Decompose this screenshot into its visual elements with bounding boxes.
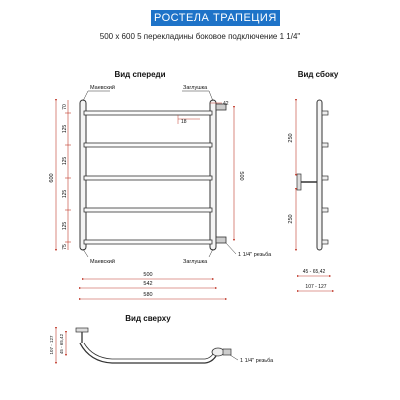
top-view-title: Вид сверху bbox=[125, 314, 171, 323]
label-mayevsky-top: Маевский bbox=[90, 84, 115, 91]
dim-width-500: 500 bbox=[143, 272, 152, 278]
right-riser bbox=[209, 99, 217, 251]
wall-flange bbox=[296, 173, 302, 191]
dim-side-depth: 45 - 65,42 bbox=[303, 269, 326, 275]
dim-42: 42 bbox=[223, 101, 229, 107]
dim-top-depth: 45 - 65,42 bbox=[59, 333, 64, 354]
dim-inner-height: 500 bbox=[238, 171, 244, 180]
side-rung-stub bbox=[321, 239, 329, 245]
rung bbox=[83, 110, 213, 116]
left-riser bbox=[79, 99, 87, 251]
bottom-connection bbox=[215, 236, 227, 244]
dim-rung-spacing: 125 bbox=[62, 190, 68, 199]
dim-top-total: 107 - 127 bbox=[49, 335, 54, 355]
product-subtitle: 500 x 600 5 перекладины боковое подключе… bbox=[99, 32, 301, 41]
dim-rung-spacing: 125 bbox=[62, 157, 68, 166]
side-view: 250 250 45 - 65,42 107 - 127 bbox=[288, 98, 335, 293]
dim-rung-spacing: 125 bbox=[62, 222, 68, 231]
rung bbox=[83, 175, 213, 181]
label-thread-top: 1 1/4" резьба bbox=[240, 358, 274, 364]
dim-side-total: 107 - 127 bbox=[305, 284, 326, 290]
side-rung-stub bbox=[321, 110, 329, 116]
header: РОСТЕЛА ТРАПЕЦИЯ bbox=[0, 10, 400, 26]
side-rung-stub bbox=[321, 207, 329, 213]
dim-side-upper: 250 bbox=[288, 133, 294, 142]
rung bbox=[83, 239, 213, 245]
top-view: 1 1/4" резьба 107 - 127 45 - 65,42 bbox=[49, 326, 274, 365]
dim-side-lower: 250 bbox=[288, 214, 294, 223]
top-connection bbox=[211, 347, 225, 357]
front-view: Маевский Заглушка Маевский Заглушка 1 1/… bbox=[49, 84, 272, 301]
side-rung-stub bbox=[321, 142, 329, 148]
rung bbox=[83, 207, 213, 213]
brand-name: РОСТЕЛА bbox=[151, 10, 213, 26]
label-plug-bottom: Заглушка bbox=[183, 259, 208, 265]
side-riser bbox=[316, 99, 323, 251]
dim-18: 18 bbox=[181, 119, 187, 125]
front-view-title: Вид спереди bbox=[114, 70, 165, 79]
rung bbox=[83, 142, 213, 148]
top-flange bbox=[75, 327, 89, 333]
top-connection bbox=[215, 103, 227, 111]
dim-rung-spacing: 125 bbox=[62, 125, 68, 134]
dim-width-542: 542 bbox=[143, 281, 152, 287]
dim-bottom-offset: 75 bbox=[62, 244, 68, 250]
side-rung-stub bbox=[321, 175, 329, 181]
label-thread-front: 1 1/4" резьба bbox=[238, 252, 272, 258]
side-view-title: Вид сбоку bbox=[298, 70, 339, 79]
dim-width-580: 580 bbox=[143, 292, 152, 298]
dim-height: 600 bbox=[49, 173, 55, 182]
model-name: ТРАПЕЦИЯ bbox=[210, 10, 280, 26]
label-mayevsky-bottom: Маевский bbox=[90, 258, 115, 265]
dim-top-offset: 70 bbox=[62, 104, 68, 110]
label-plug-top: Заглушка bbox=[183, 85, 208, 91]
top-rung-outline bbox=[79, 342, 219, 364]
